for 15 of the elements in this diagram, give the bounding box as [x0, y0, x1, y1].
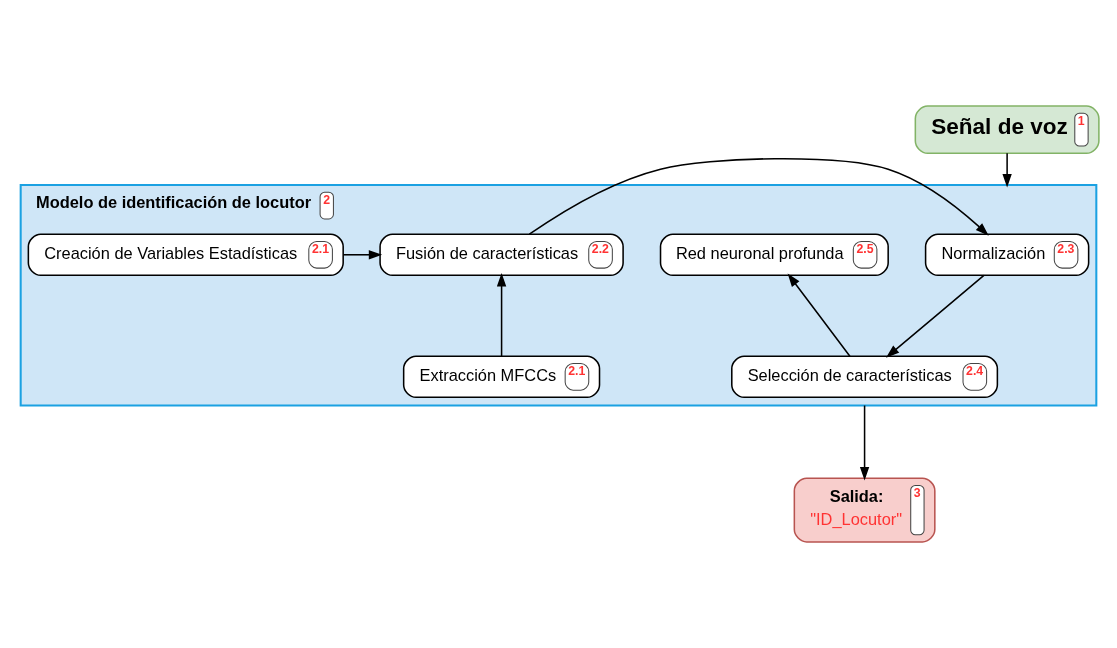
node-box: Creación de Variables Estadísticas 2.1 — [27, 233, 344, 277]
arrow — [859, 404, 870, 481]
node-box: Extracción MFCCs 2.1 — [402, 355, 601, 399]
node-box: Salida: "ID_Locutor" 3 — [793, 477, 936, 543]
arrow — [496, 273, 507, 357]
node-box: Normalización 2.3 — [924, 233, 1090, 277]
node-box: Fusión de características 2.2 — [379, 233, 624, 277]
node-box: Selección de características 2.4 — [731, 355, 999, 399]
arrow — [528, 157, 989, 236]
arrow — [1002, 152, 1012, 188]
arrow — [787, 273, 851, 357]
node-box: Red neuronal profunda 2.5 — [659, 233, 889, 277]
node-box: Señal de voz 1 — [914, 105, 1100, 155]
arrow — [342, 250, 383, 260]
arrow — [886, 274, 985, 358]
